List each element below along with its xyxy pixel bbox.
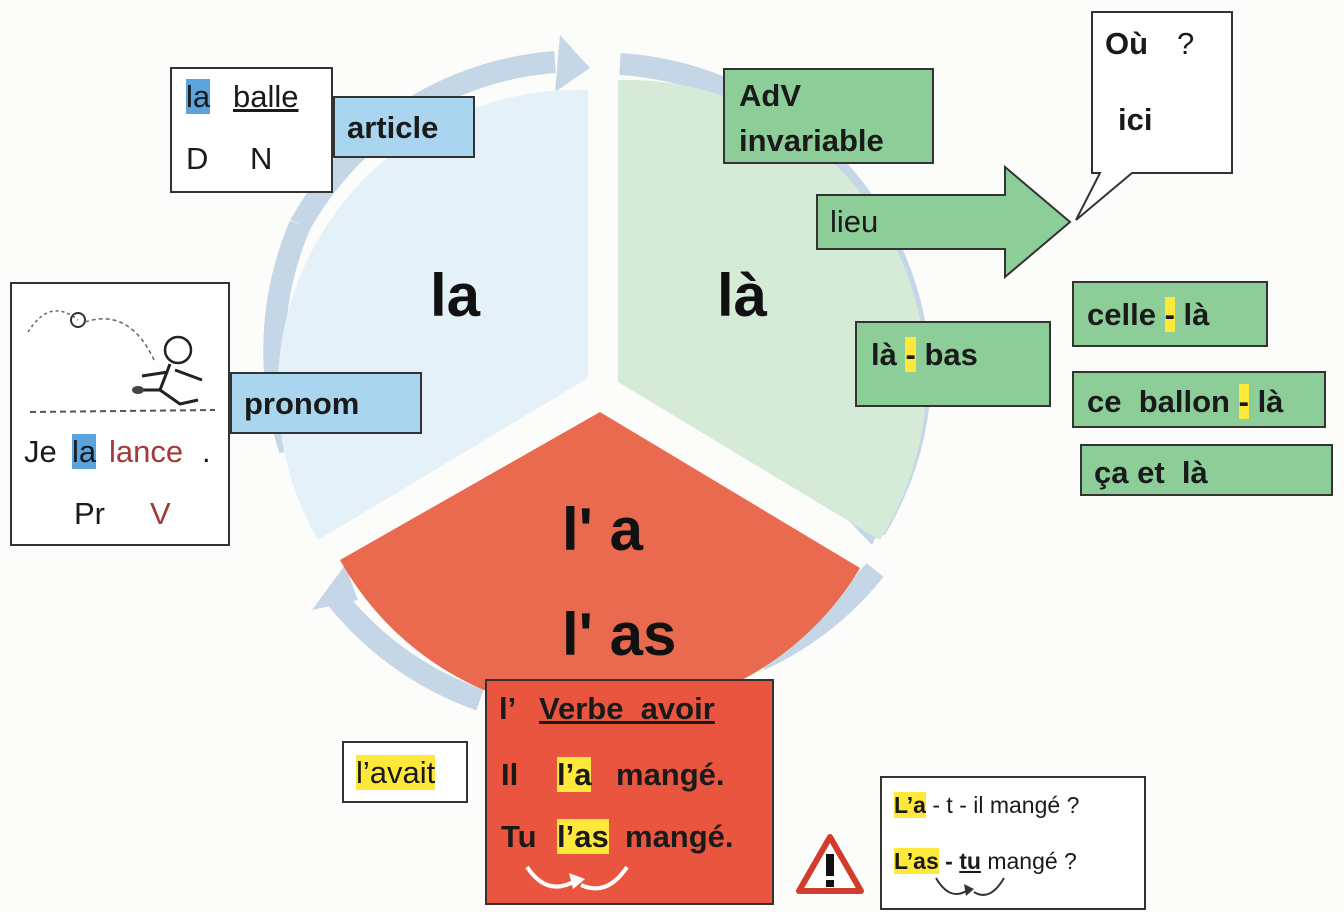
bubble-answer: ici [1118,102,1153,137]
question1-form: L’a [894,792,926,818]
speech-bubble-icon [1075,11,1233,221]
lieu-arrow-icon [816,165,1072,280]
swap-arrows-icon [525,865,629,891]
article-noun: balle [233,79,299,114]
bubble-question-mark: ? [1177,26,1195,61]
example-ce-ballon-dash: - [1238,384,1249,419]
lieu-label: lieu [830,204,879,239]
example-celle-la-after: là [1183,297,1210,332]
article-tag-noun: N [250,141,273,176]
sector-label-la-a: l' a [562,496,643,563]
example-la-bas-after: bas [924,337,978,372]
pronom-tag-pronoun: Pr [74,496,105,531]
sector-label-la-accent: là [717,262,768,329]
pronom-label-box: pronom [230,372,422,434]
pronom-example-box: Je la lance . Pr V [10,282,230,546]
question2-dash: - [938,848,960,874]
adverb-title-line2: invariable [739,123,884,158]
example-celle-la-dash: - [1164,297,1175,332]
warning-triangle-icon [796,834,864,894]
verb-line2-subject: Tu [501,819,537,854]
arrowhead-top [555,35,590,92]
example-la-bas: là - bas [855,321,1051,407]
pronom-end: . [202,434,211,469]
pronom-label: pronom [244,386,360,421]
sector-la-a [340,412,860,715]
imperfect-box: l’avait [342,741,468,803]
imperfect-form: l’avait [356,755,436,790]
example-ce-ballon-la: ce ballon - là [1072,371,1326,428]
article-det: la [186,79,211,114]
example-celle-la: celle - là [1072,281,1268,347]
article-label-box: article [333,96,475,158]
verb-line1-form: l’a [557,757,592,792]
article-example-box: la balle D N [170,67,333,193]
example-la-bas-dash: - [905,337,916,372]
question1-rest: - t - il mangé ? [925,792,1080,818]
verb-prefix: l’ [499,691,517,726]
pronom-verb: lance [109,434,184,469]
example-ca-et-la: ça et là [1080,444,1333,496]
question-form-box: L’a - t - il mangé ? L’as - tu mangé ? [880,776,1146,910]
verb-line1-subject: Il [501,757,519,792]
bubble-question: Où [1105,26,1149,61]
pronom-pronoun: la [72,434,97,469]
question2-rest: mangé ? [980,848,1077,874]
question2-pronoun: tu [959,848,981,874]
inversion-arrows-icon [935,877,1005,896]
article-tag-det: D [186,141,209,176]
verb-avoir-box: l’ Verbe avoir Il l’a mangé. Tu l’as man… [485,679,774,905]
arrowhead-left [312,565,358,610]
example-la-bas-before: là [871,337,897,372]
example-celle-la-before: celle [1087,297,1156,332]
example-ca-et-la-text: ça et là [1094,455,1208,490]
question2-form: L’as [894,848,939,874]
boy-throwing-ball-icon [27,310,216,413]
verb-line2-rest: mangé. [625,819,734,854]
example-ce-ballon-before: ce ballon [1087,384,1230,419]
example-ce-ballon-after: là [1257,384,1284,419]
verb-line1-rest: mangé. [616,757,725,792]
article-label: article [347,110,439,145]
sector-label-la-as: l' as [562,601,677,668]
adverb-title-box: AdV invariable [723,68,934,164]
pronom-tag-verb: V [150,496,171,531]
verb-line2-form: l’as [557,819,609,854]
pronom-sentence-start: Je [24,434,57,469]
verb-title: Verbe avoir [539,691,715,726]
adverb-title-line1: AdV [739,78,801,113]
sector-label-la: la [430,262,481,329]
